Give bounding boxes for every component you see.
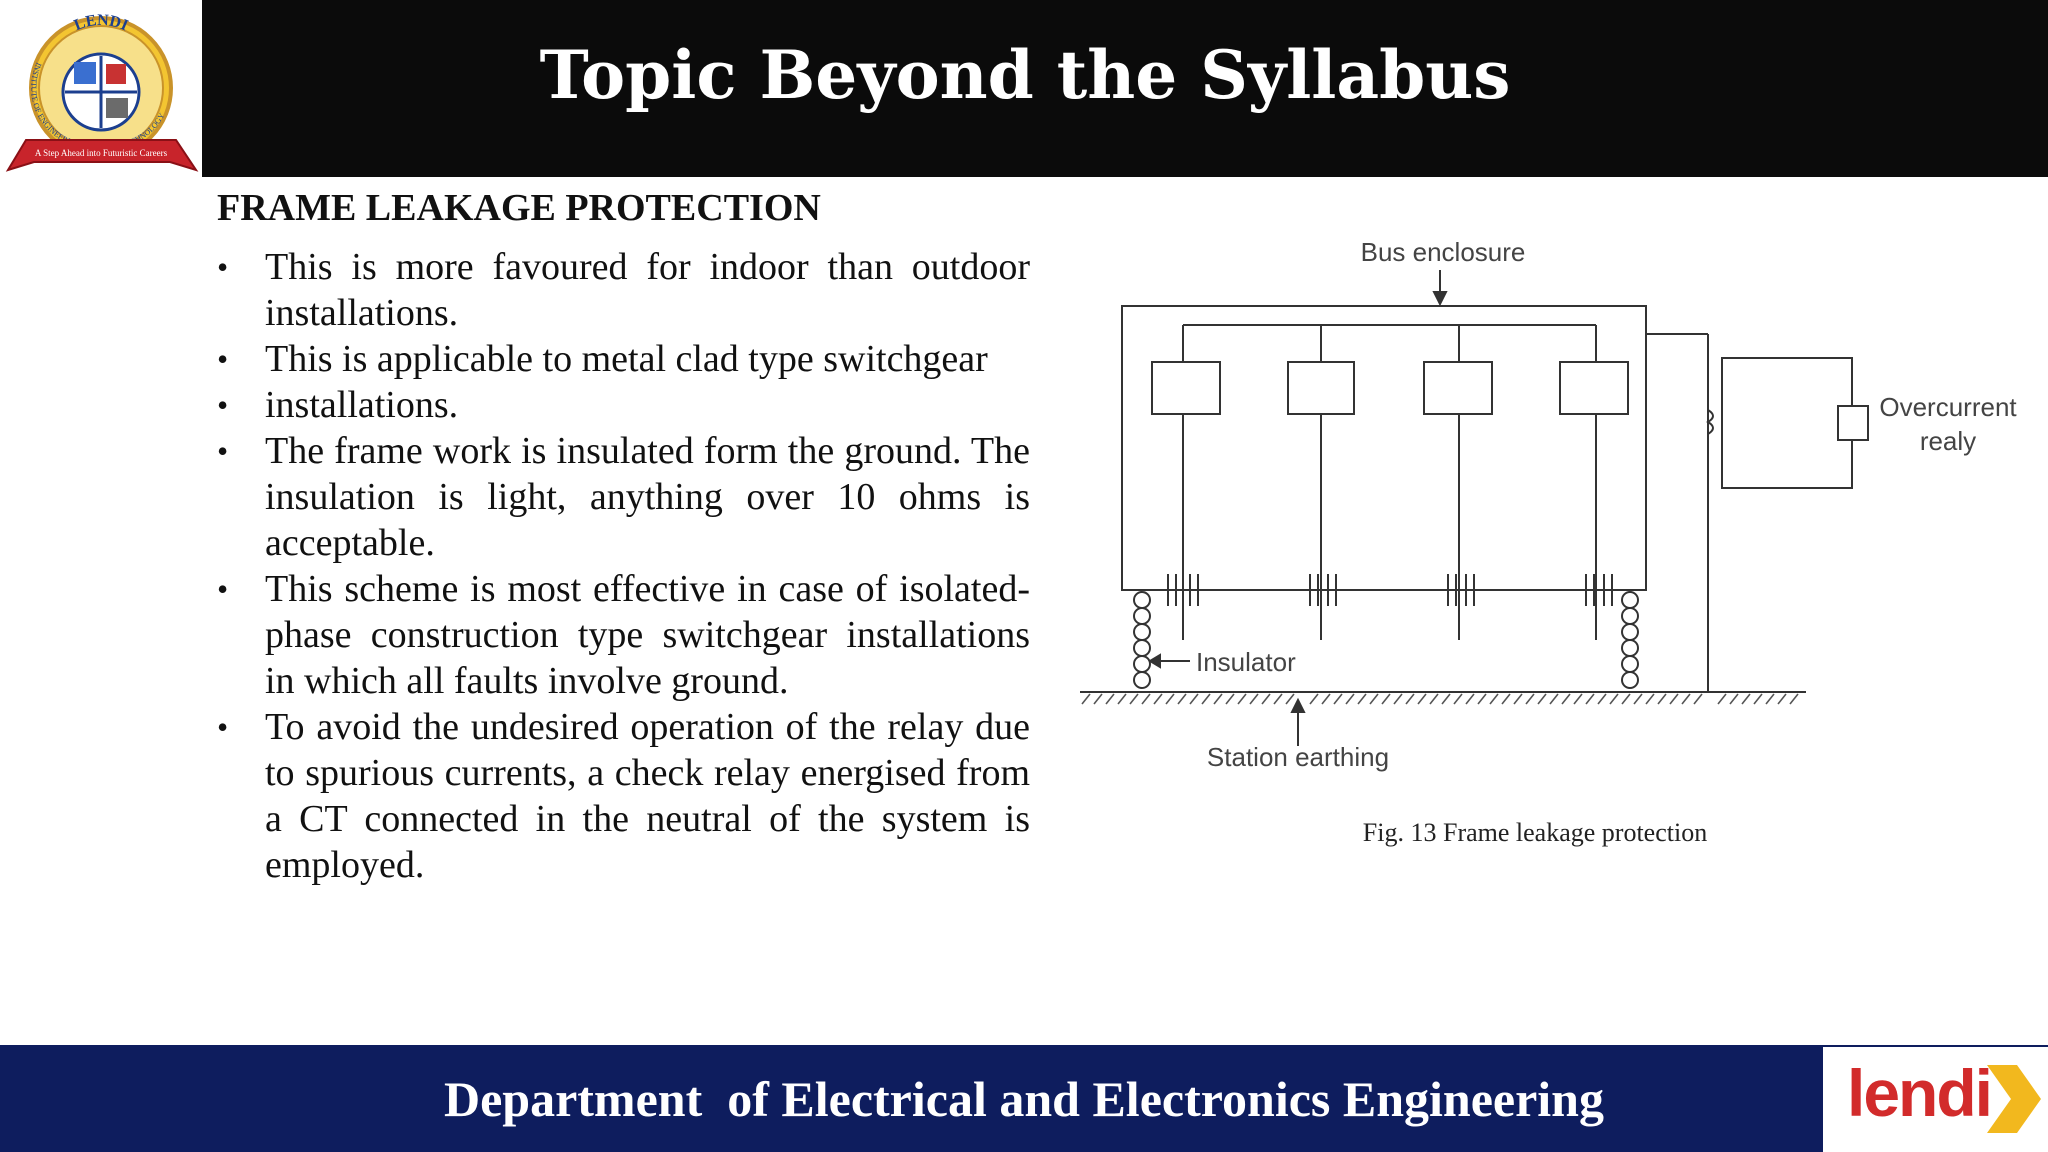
list-item: installations. xyxy=(217,382,1030,428)
brand-wordmark: lendi xyxy=(1847,1056,1993,1130)
figure-caption: Fig. 13 Frame leakage protection xyxy=(1362,818,1708,847)
switch-unit xyxy=(1423,325,1493,640)
switch-unit xyxy=(1151,325,1221,640)
department-name: Department of Electrical and Electronics… xyxy=(443,1070,1604,1127)
list-item: This is more favoured for indoor than ou… xyxy=(217,244,1030,336)
insulating-joints xyxy=(1122,574,1646,606)
list-item: This scheme is most effective in case of… xyxy=(217,566,1030,704)
svg-text:A Step Ahead into Futuristic C: A Step Ahead into Futuristic Careers xyxy=(35,148,168,158)
current-transformer xyxy=(1706,409,1714,435)
bus-enclosure-outline xyxy=(1121,305,1647,591)
brand-logo: lendi xyxy=(1823,1047,2048,1152)
overcurrent-label: Overcurrent xyxy=(1879,392,2017,422)
ground-hatching xyxy=(1081,693,1799,705)
footer: Department of Electrical and Electronics… xyxy=(0,1045,2048,1152)
insulator-chain-left xyxy=(1133,591,1151,689)
section-heading: FRAME LEAKAGE PROTECTION xyxy=(217,187,821,229)
bus-enclosure-label: Bus enclosure xyxy=(1361,237,1526,267)
bullet-list: This is more favoured for indoor than ou… xyxy=(217,244,1030,888)
frame-leakage-diagram: Bus enclosure Overcurrent realy Insulato… xyxy=(1080,237,2017,772)
insulator-chain-right xyxy=(1621,591,1639,689)
header-bar xyxy=(202,0,2048,177)
svg-text:LENDI: LENDI xyxy=(72,12,131,34)
list-item: The frame work is insulated form the gro… xyxy=(217,428,1030,566)
institute-logo: LENDI INSTITUTE OF ENGINEERING & TECHNOL… xyxy=(5,12,199,172)
header: Topic Beyond the Syllabus LENDI INSTITUT… xyxy=(0,0,2048,177)
insulator-label: Insulator xyxy=(1196,647,1296,677)
switch-unit xyxy=(1287,325,1355,640)
relay-loop xyxy=(1721,357,1853,489)
switch-unit xyxy=(1559,325,1629,640)
list-item: To avoid the undesired operation of the … xyxy=(217,704,1030,888)
overcurrent-relay xyxy=(1837,405,1869,441)
relay-label: realy xyxy=(1920,426,1976,456)
slide-title: Topic Beyond the Syllabus xyxy=(539,36,1511,114)
station-earthing-label: Station earthing xyxy=(1207,742,1389,772)
list-item: This is applicable to metal clad type sw… xyxy=(217,336,1030,382)
arrow-icon xyxy=(1987,1065,2041,1133)
